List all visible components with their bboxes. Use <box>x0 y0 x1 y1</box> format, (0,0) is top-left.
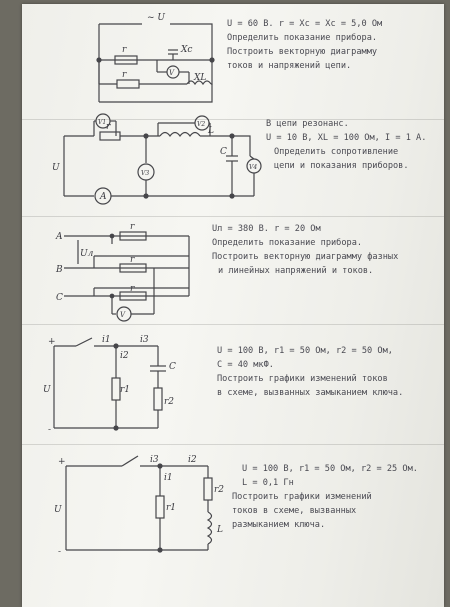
phase-c-label: C <box>56 293 63 303</box>
i2-label: i2 <box>188 455 197 465</box>
xc-label: Xc <box>180 45 192 55</box>
u-label: U <box>54 505 62 515</box>
r1-label: r <box>130 222 135 232</box>
problem-2-text: В цепи резонанс. U = 10 В, XL = 100 Ом, … <box>266 119 427 171</box>
problem-3-text: Uл = 380 В. r = 20 Ом Определить показан… <box>212 224 399 276</box>
circuit-diagram-5: U + - i3 i1 i2 r1 r2 L <box>54 455 224 557</box>
r2-label: r2 <box>214 485 224 495</box>
source-label: ~ U <box>147 13 165 23</box>
circuit-diagram-3: A B C Uл r r r V <box>55 222 190 322</box>
r-label: r <box>106 122 111 132</box>
phase-b-label: B <box>55 265 63 275</box>
problem-5-text: U = 100 В, r1 = 50 Ом, r2 = 25 Ом. L = 0… <box>232 464 418 530</box>
r3-label: r <box>130 284 135 294</box>
v4-label: V4 <box>249 164 257 171</box>
v1-label: V1 <box>98 119 106 126</box>
u-label: U <box>43 385 51 395</box>
r2-label: r <box>130 255 135 265</box>
voltmeter-label: V <box>169 69 175 77</box>
i1-label: i1 <box>102 335 111 345</box>
r1-label: r1 <box>166 503 176 513</box>
problem-1-text: U = 60 В. r = Xc = Xc = 5,0 Ом Определит… <box>227 19 383 71</box>
minus-terminal: - <box>58 547 61 557</box>
problem-sheet: ~ U r Xc r XL V U = 60 В. r = Xc = Xc = … <box>22 4 444 607</box>
r1-label: r1 <box>120 385 130 395</box>
line-voltage-label: Uл <box>80 249 94 259</box>
ammeter-label: A <box>99 192 107 202</box>
v2-label: V2 <box>197 121 205 128</box>
r-top-label: r <box>122 45 127 55</box>
u-label: U <box>52 163 60 173</box>
i2-label: i2 <box>120 351 129 361</box>
i3-label: i3 <box>140 335 149 345</box>
xl-label: XL <box>193 73 206 83</box>
voltmeter-label: V <box>120 311 126 319</box>
r2-label: r2 <box>164 397 174 407</box>
l-label: L <box>207 126 214 136</box>
minus-terminal: - <box>48 425 51 435</box>
circuit-diagram-4: U + - i1 i2 i3 r1 r2 C <box>43 335 176 435</box>
c-label: C <box>169 362 176 372</box>
plus-terminal: + <box>48 337 56 347</box>
i1-label: i1 <box>164 473 173 483</box>
i3-label: i3 <box>150 455 159 465</box>
phase-a-label: A <box>55 232 63 242</box>
plus-terminal: + <box>58 457 66 467</box>
v3-label: V3 <box>141 170 149 177</box>
circuit-diagram-1: ~ U r Xc r XL V <box>96 13 215 103</box>
l-label: L <box>216 525 223 535</box>
problem-4-text: U = 100 В, r1 = 50 Ом, r2 = 50 Ом, C = 4… <box>217 346 404 398</box>
r-bottom-label: r <box>122 70 127 80</box>
c-label: C <box>220 147 227 157</box>
circuit-diagram-2: U r L C V1 V2 V3 V4 A <box>52 113 262 205</box>
